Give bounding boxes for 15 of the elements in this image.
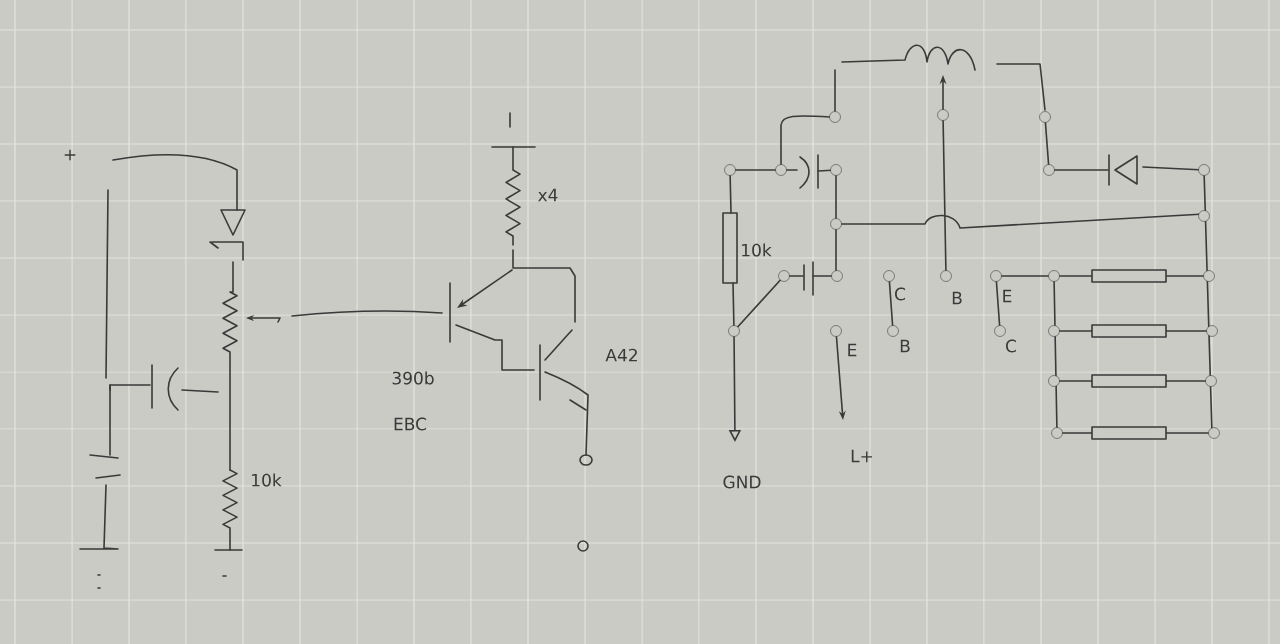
pin-label: B (900, 339, 910, 353)
pin-label: E (1003, 289, 1012, 303)
value-label: 10k (252, 473, 282, 487)
terminal-label: L+ (851, 449, 873, 463)
pin-label: C (895, 287, 905, 301)
value-label: x4 (538, 188, 558, 202)
terminal-label: GND (723, 475, 761, 489)
pin-label: B (952, 291, 962, 305)
part-label: A42 (605, 348, 637, 362)
value-label: 10k (742, 243, 772, 257)
pin-label: C (1006, 339, 1016, 353)
pin-order-label: EBC (394, 417, 427, 431)
polarity-sign: + (64, 149, 76, 161)
pin-label: E (848, 343, 857, 357)
part-label: 390b (392, 371, 434, 385)
